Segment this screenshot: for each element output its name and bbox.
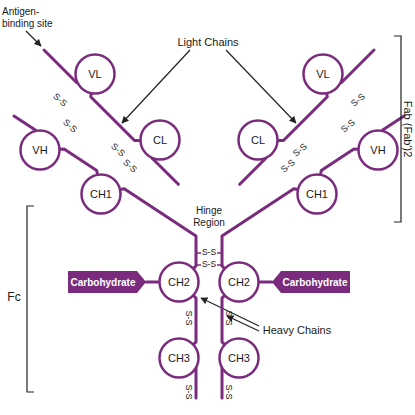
chain-segment <box>279 95 327 141</box>
hinge-region-label: Hinge Region <box>187 205 231 228</box>
domain-label: CH2 <box>228 276 250 288</box>
domain-circle <box>304 55 343 94</box>
disulfide-bond: S-S <box>61 117 79 135</box>
domain-label: CH1 <box>90 188 112 200</box>
domain-label: VH <box>370 144 385 156</box>
heavy-chains-label: Heavy Chains <box>263 324 331 337</box>
light-chain-tail <box>44 50 77 83</box>
disulfide-bond: S-S <box>121 157 139 175</box>
carbohydrate-shape <box>68 271 146 293</box>
antigen-binding-site-label: Antigen- binding site <box>2 6 64 29</box>
constant-heavy-domain: CH1 <box>296 173 338 215</box>
disulfide-bond: S-S <box>279 157 297 175</box>
domain-label: CH3 <box>228 352 250 364</box>
chain-segment <box>222 296 224 343</box>
domain-circle <box>76 55 115 94</box>
domain-circle <box>141 121 180 160</box>
domain-label: VL <box>88 68 101 80</box>
leader-arrow <box>26 31 41 46</box>
domain-circle <box>220 263 259 302</box>
disulfide-bond: S-S <box>202 248 216 258</box>
disulfide-bond: S-S <box>291 141 309 159</box>
fc-fragment-label: Fc <box>7 291 20 305</box>
disulfide-bond: S-S <box>51 91 69 109</box>
variable-heavy-domain: VH <box>19 129 61 171</box>
disulfide-bond: S-S <box>184 384 194 399</box>
domain-circle <box>21 131 60 170</box>
chain-segment <box>194 296 196 343</box>
constant-heavy-domain: CH2 <box>158 261 200 303</box>
light-chain-tail <box>342 50 375 83</box>
domain-circle <box>239 121 278 160</box>
domain-label: CL <box>153 134 167 146</box>
leader-arrow <box>122 50 190 123</box>
constant-heavy-domain: CH3 <box>218 337 260 379</box>
constant-light-domain: CL <box>237 119 279 161</box>
constant-heavy-domain: CH3 <box>158 337 200 379</box>
chain-segment <box>146 281 158 284</box>
disulfide-bond: S-S <box>224 310 234 325</box>
carbohydrate-shape <box>272 271 350 293</box>
chain-segment <box>61 149 97 173</box>
domain-circle <box>220 339 259 378</box>
fc-bracket <box>27 206 34 392</box>
constant-light-domain: CL <box>139 119 181 161</box>
carbohydrate-tag: Carbohydrate <box>272 271 350 293</box>
light-chain-tail <box>152 158 178 184</box>
disulfide-bond: S-S <box>109 141 127 159</box>
carbohydrate-label: Carbohydrate <box>70 277 135 288</box>
chain-segment <box>91 95 139 141</box>
leader-arrow <box>201 298 259 326</box>
disulfide-bond: S-S <box>349 91 367 109</box>
constant-heavy-domain: CH1 <box>80 173 122 215</box>
domain-label: VH <box>32 144 47 156</box>
domain-label: CH1 <box>306 188 328 200</box>
domain-circle <box>82 175 121 214</box>
domain-label: CH2 <box>168 276 190 288</box>
chain-segment <box>222 189 297 268</box>
domain-label: VL <box>316 68 329 80</box>
chain-segment <box>260 281 272 284</box>
variable-light-domain: VL <box>74 53 116 95</box>
variable-light-domain: VL <box>302 53 344 95</box>
fab-fragment-label: Fab (Fab')2 <box>402 101 415 158</box>
domain-label: CH3 <box>168 352 190 364</box>
disulfide-bond: S-S <box>184 310 194 325</box>
disulfide-bond: S-S <box>339 117 357 135</box>
disulfide-bond: S-S <box>202 260 216 270</box>
carbohydrate-label: Carbohydrate <box>282 277 347 288</box>
light-chain-tail <box>240 158 266 184</box>
domain-circle <box>298 175 337 214</box>
chain-segment <box>321 149 357 173</box>
domain-circle <box>359 131 398 170</box>
light-chains-label: Light Chains <box>177 36 238 49</box>
fab-bracket <box>394 36 401 222</box>
domain-circle <box>160 339 199 378</box>
chain-segment <box>121 189 196 268</box>
heavy-chain-tail <box>14 116 36 130</box>
carbohydrate-tag: Carbohydrate <box>68 271 146 293</box>
domain-label: CL <box>251 134 265 146</box>
constant-heavy-domain: CH2 <box>218 261 260 303</box>
leader-arrow <box>226 50 296 123</box>
domain-circle <box>160 263 199 302</box>
leader-arrow <box>227 316 259 331</box>
variable-heavy-domain: VH <box>357 129 399 171</box>
disulfide-bond: S-S <box>224 384 234 399</box>
